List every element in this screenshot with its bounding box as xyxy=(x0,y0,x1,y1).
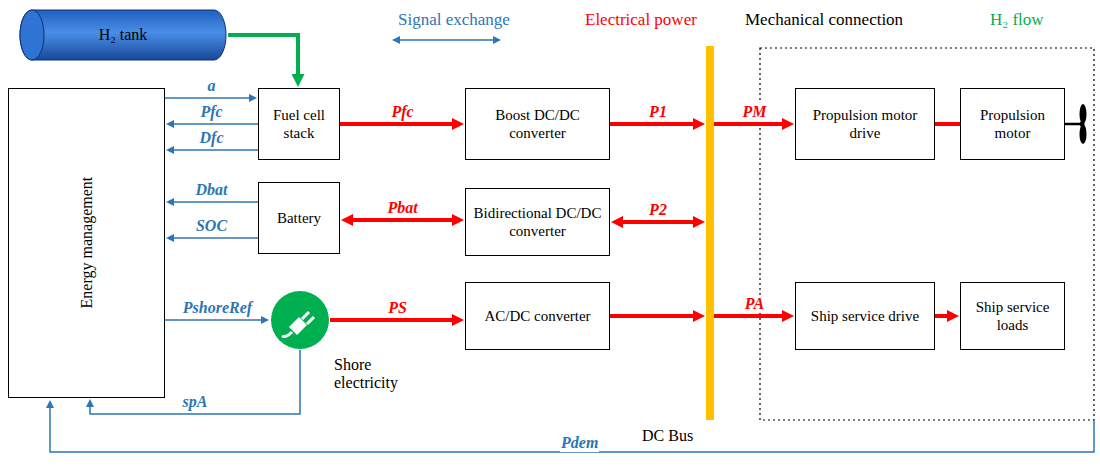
power-arrow xyxy=(714,314,782,318)
power-arrow xyxy=(935,122,960,126)
signal-name: P2 xyxy=(648,201,668,219)
node-label: Ship service drive xyxy=(811,307,919,325)
converter-box: AC/DC converter xyxy=(465,282,610,350)
controller-box: Energy management xyxy=(8,88,165,398)
signal-name: Pdem xyxy=(560,434,599,452)
load-region xyxy=(760,48,1094,420)
power-arrow xyxy=(340,122,452,126)
process-box: Battery xyxy=(258,182,340,254)
propeller-icon xyxy=(1080,104,1087,144)
signal-name: Pfc xyxy=(199,103,223,121)
signal-arrow xyxy=(165,97,249,99)
signal-name: SOC xyxy=(195,217,228,235)
legend-label: H₂ flow xyxy=(990,10,1044,30)
node-label: Energy management xyxy=(77,177,96,309)
signal-name: Pbat xyxy=(386,199,418,217)
motor-box: Propulsion motor xyxy=(960,88,1065,160)
signal-arrow xyxy=(174,149,258,151)
node-label: Propulsion motor drive xyxy=(800,106,930,142)
signal-name: PshoreRef xyxy=(182,299,253,317)
power-arrow xyxy=(935,314,947,318)
node-label: H₂ tank xyxy=(99,25,148,44)
power-arrow xyxy=(353,218,452,222)
signal-name: a xyxy=(207,77,217,95)
converter-box: Boost DC/DC converter xyxy=(465,88,610,160)
node-label: AC/DC converter xyxy=(484,307,590,325)
legend-label: Electrical power xyxy=(585,10,697,30)
legend-label: Mechanical connection xyxy=(745,10,903,30)
signal-arrow xyxy=(174,201,258,203)
node-label: Bidirectional DC/DC converter xyxy=(470,204,605,240)
process-box: Fuel cell stack xyxy=(258,88,340,160)
shore-plug-icon xyxy=(270,290,330,350)
load-box: Ship service loads xyxy=(960,282,1065,350)
power-arrow xyxy=(610,122,693,126)
signal-name: PS xyxy=(387,299,408,317)
node-label: Battery xyxy=(277,209,321,227)
node-label: DC Bus xyxy=(642,426,693,445)
node-label: Fuel cell stack xyxy=(263,106,335,142)
legend-label: Signal exchange xyxy=(398,10,510,30)
drive-box: Ship service drive xyxy=(795,282,935,350)
dc-bus-bar: DC Bus xyxy=(706,46,714,420)
signal-name: Dfc xyxy=(199,129,225,147)
signal-name: Dbat xyxy=(195,181,229,199)
node-label: Ship service loads xyxy=(965,298,1060,334)
signal-name: P1 xyxy=(648,103,668,121)
drive-box: Propulsion motor drive xyxy=(795,88,935,160)
signal-name: PM xyxy=(742,103,768,121)
legend-signal-sample xyxy=(400,39,493,41)
node-label: Shore electricity xyxy=(334,356,418,393)
signal-arrow xyxy=(174,237,258,239)
signal-name: Pfc xyxy=(390,103,414,121)
signal-arrow xyxy=(165,319,261,321)
converter-box: Bidirectional DC/DC converter xyxy=(465,188,610,256)
node-label: Propulsion motor xyxy=(965,106,1060,142)
tank-node: H₂ tank xyxy=(18,8,228,62)
hydrogen-flow-arrow xyxy=(228,35,298,74)
power-arrow xyxy=(714,122,782,126)
power-arrow xyxy=(330,318,452,322)
shore-circle: Shore electricity xyxy=(270,290,330,350)
power-arrow xyxy=(610,314,693,318)
power-arrow xyxy=(623,220,693,224)
node-label: Boost DC/DC converter xyxy=(470,106,605,142)
signal-arrow xyxy=(174,123,258,125)
signal-name: PA xyxy=(744,295,765,313)
shaft-line xyxy=(1065,123,1080,126)
signal-name: spA xyxy=(182,393,209,411)
